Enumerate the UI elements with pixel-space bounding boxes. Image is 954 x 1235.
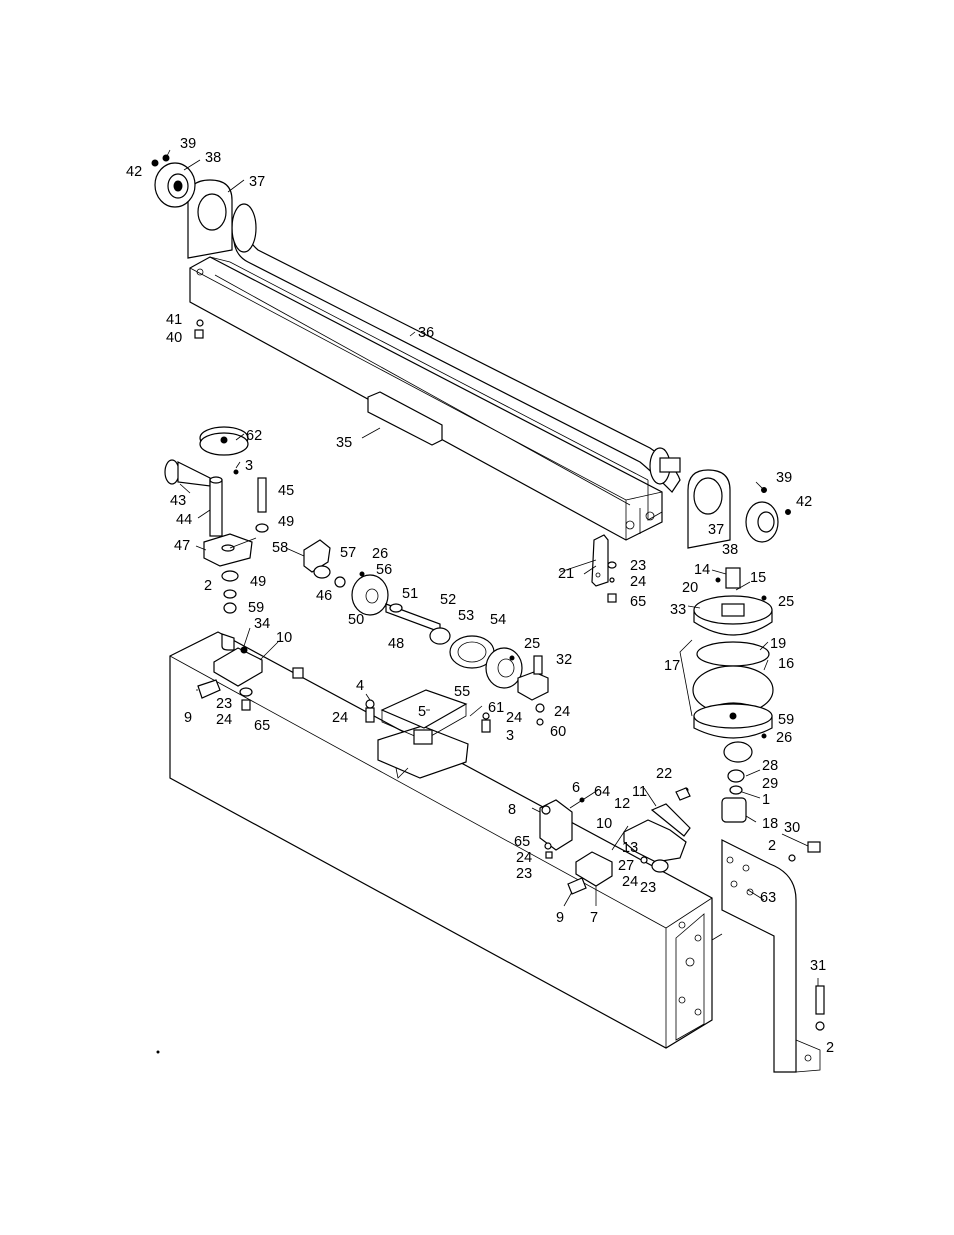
callout-24-center-a: 24: [506, 710, 522, 726]
callout-28: 28: [762, 758, 778, 774]
callout-24-motor: 24: [332, 710, 348, 726]
callout-10-right: 10: [596, 816, 612, 832]
callout-23-right-a: 23: [516, 866, 532, 882]
callout-20: 20: [682, 580, 698, 596]
callout-47: 47: [174, 538, 190, 554]
callout-57: 57: [340, 545, 356, 561]
callout-17: 17: [664, 658, 680, 674]
callout-23-left: 23: [216, 696, 232, 712]
callout-6: 6: [572, 780, 580, 796]
callout-59-left: 59: [248, 600, 264, 616]
callout-14: 14: [694, 562, 710, 578]
roller-assembly: [152, 155, 791, 602]
callout-31: 31: [810, 958, 826, 974]
callout-25-right: 25: [778, 594, 794, 610]
callout-53: 53: [458, 608, 474, 624]
callout-37-right: 37: [708, 522, 724, 538]
callout-64: 64: [594, 784, 610, 800]
callout-49-bottom: 49: [250, 574, 266, 590]
callout-45: 45: [278, 483, 294, 499]
callout-60: 60: [550, 724, 566, 740]
callout-41: 41: [166, 312, 182, 328]
callout-39-left: 39: [180, 136, 196, 152]
callout-56: 56: [376, 562, 392, 578]
callout-9-right: 9: [556, 910, 564, 926]
callout-2-stand-bottom: 2: [826, 1040, 834, 1056]
callout-58: 58: [272, 540, 288, 556]
callout-5: 5: [418, 704, 426, 720]
callout-38-right: 38: [722, 542, 738, 558]
callout-65-right: 65: [514, 834, 530, 850]
callout-29: 29: [762, 776, 778, 792]
callout-63: 63: [760, 890, 776, 906]
stand: [712, 840, 824, 1072]
callout-8: 8: [508, 802, 516, 818]
callout-22: 22: [656, 766, 672, 782]
callout-21: 21: [558, 566, 574, 582]
callout-49-top: 49: [278, 514, 294, 530]
callout-12: 12: [614, 796, 630, 812]
callout-32: 32: [556, 652, 572, 668]
callout-24-right-top: 24: [630, 574, 646, 590]
callout-26-right: 26: [776, 730, 792, 746]
callout-4: 4: [356, 678, 364, 694]
callout-16: 16: [778, 656, 794, 672]
callout-24-center-b: 24: [554, 704, 570, 720]
callout-25-center: 25: [524, 636, 540, 652]
callout-27: 27: [618, 858, 634, 874]
callout-54: 54: [490, 612, 506, 628]
callout-9-left: 9: [184, 710, 192, 726]
callout-52: 52: [440, 592, 456, 608]
callout-42-right: 42: [796, 494, 812, 510]
callout-34: 34: [254, 616, 270, 632]
callout-24-right-a: 24: [516, 850, 532, 866]
callout-48: 48: [388, 636, 404, 652]
callout-43: 43: [170, 493, 186, 509]
callout-3-center: 3: [506, 728, 514, 744]
callout-2-stand-top: 2: [768, 838, 776, 854]
callout-65-right-top: 65: [630, 594, 646, 610]
callout-42-left: 42: [126, 164, 142, 180]
callout-35: 35: [336, 435, 352, 451]
callout-11: 11: [632, 784, 647, 800]
stand-upright: [722, 840, 796, 1072]
callout-23-right-top: 23: [630, 558, 646, 574]
callout-24-right-b: 24: [622, 874, 638, 890]
callout-44: 44: [176, 512, 192, 528]
callout-19: 19: [770, 636, 786, 652]
callout-50: 50: [348, 612, 364, 628]
callout-37-left: 37: [249, 174, 265, 190]
callout-26-center: 26: [372, 546, 388, 562]
callout-55: 55: [454, 684, 470, 700]
callout-30: 30: [784, 820, 800, 836]
callout-40: 40: [166, 330, 182, 346]
callout-33: 33: [670, 602, 686, 618]
callout-65-left: 65: [254, 718, 270, 734]
callout-10-left: 10: [276, 630, 292, 646]
disc-assembly: [680, 568, 773, 822]
callout-3-top: 3: [245, 458, 253, 474]
callout-61: 61: [488, 700, 504, 716]
callout-24-left: 24: [216, 712, 232, 728]
callout-23-right-b: 23: [640, 880, 656, 896]
callout-39-right: 39: [776, 470, 792, 486]
callout-15: 15: [750, 570, 766, 586]
callout-18: 18: [762, 816, 778, 832]
callout-59-right: 59: [778, 712, 794, 728]
callout-51: 51: [402, 586, 418, 602]
callout-38-left: 38: [205, 150, 221, 166]
callout-13: 13: [622, 840, 638, 856]
callout-7: 7: [590, 910, 598, 926]
callout-46: 46: [316, 588, 332, 604]
callout-2-left: 2: [204, 578, 212, 594]
callout-62: 62: [246, 428, 262, 444]
callout-1: 1: [762, 792, 770, 808]
callout-36: 36: [418, 325, 434, 341]
